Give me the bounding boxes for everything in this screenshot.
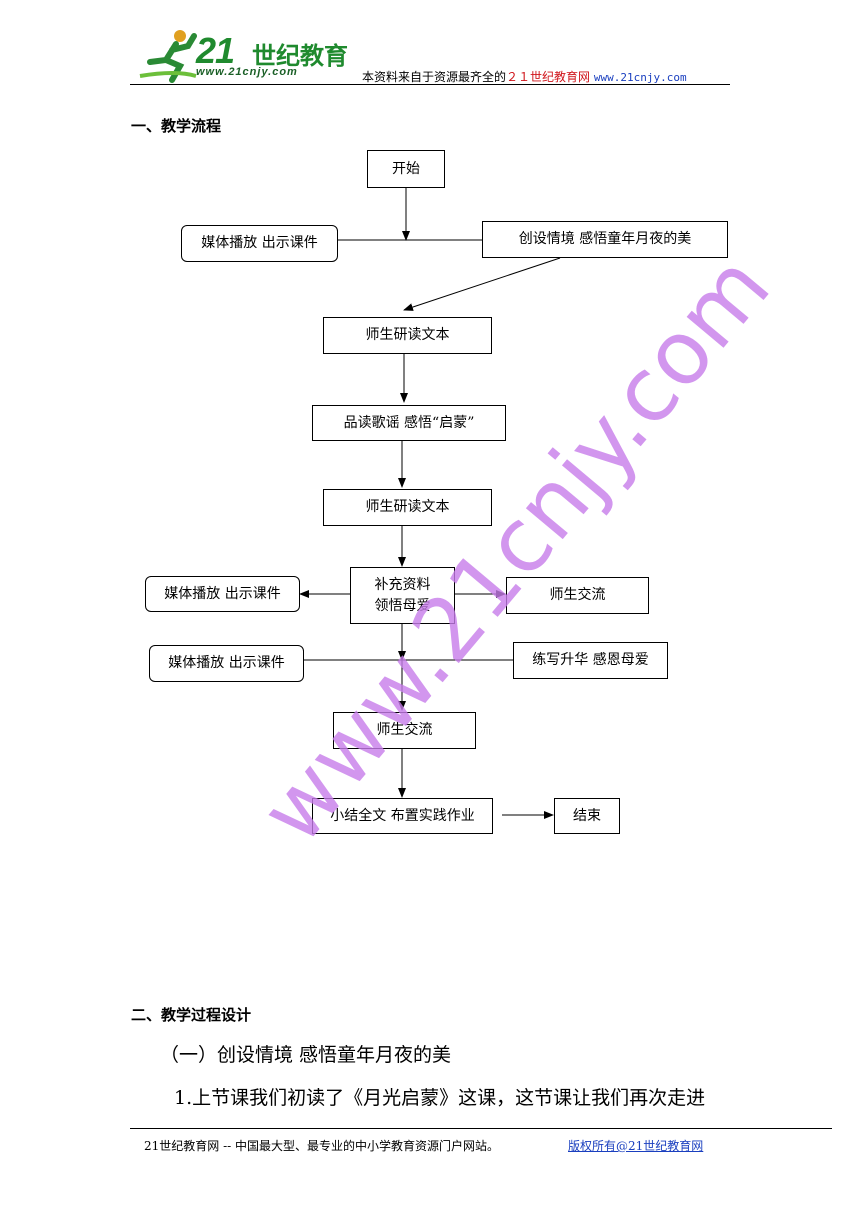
flow-box-media-2: 媒体播放 出示课件 — [145, 576, 300, 612]
running-figure-icon — [139, 30, 197, 83]
flow-box-ballad: 品读歌谣 感悟“启蒙” — [312, 405, 506, 441]
footer-divider — [130, 1128, 832, 1129]
footer-text: 21世纪教育网 -- 中国最大型、最专业的中小学教育资源门户网站。 — [144, 1139, 500, 1153]
flow-box-summary: 小结全文 布置实践作业 — [312, 798, 493, 834]
flow-box-study-2: 师生研读文本 — [323, 489, 492, 526]
flow-box-exchange-1: 师生交流 — [506, 577, 649, 614]
body-paragraph: 1.上节课我们初读了《月光启蒙》这课，这节课让我们再次走进 — [174, 1087, 706, 1109]
header-notice-site: ２１世纪教育网 — [506, 70, 591, 84]
header-divider — [130, 84, 730, 85]
footer-copyright-link[interactable]: 版权所有@21世纪教育网 — [568, 1139, 704, 1153]
header-notice: 本资料来自于资源最齐全的２１世纪教育网 www.21cnjy.com — [362, 68, 687, 85]
flow-box-scene: 创设情境 感悟童年月夜的美 — [482, 221, 728, 258]
flow-box-media-3: 媒体播放 出示课件 — [149, 645, 304, 682]
section-title-process: 二、教学过程设计 — [131, 1006, 252, 1024]
flow-box-exchange-2: 师生交流 — [333, 712, 476, 749]
flow-box-start: 开始 — [367, 150, 445, 188]
logo-chinese-name: 世纪教育 — [252, 42, 348, 70]
site-logo — [136, 26, 336, 84]
arrow-scene-study1 — [403, 257, 561, 311]
flow-box-study-1: 师生研读文本 — [323, 317, 492, 354]
flow-box-supplement-line2: 领悟母爱 — [374, 597, 431, 614]
logo-url: www.21cnjy.com — [196, 66, 298, 78]
logo-number: 21 — [196, 30, 235, 71]
header-notice-prefix: 本资料来自于资源最齐全的 — [362, 70, 507, 84]
header-notice-url[interactable]: www.21cnjy.com — [593, 71, 687, 84]
flow-box-supplement-line1: 补充资料 — [374, 576, 431, 593]
subsection-title: （一）创设情境 感悟童年月夜的美 — [160, 1044, 452, 1066]
flow-box-media-1: 媒体播放 出示课件 — [181, 225, 338, 262]
flow-box-practice: 练写升华 感恩母爱 — [513, 642, 668, 679]
flow-box-supplement: 补充资料 领悟母爱 — [350, 567, 455, 624]
section-title-flow: 一、教学流程 — [131, 117, 222, 135]
flow-box-end: 结束 — [554, 798, 620, 834]
